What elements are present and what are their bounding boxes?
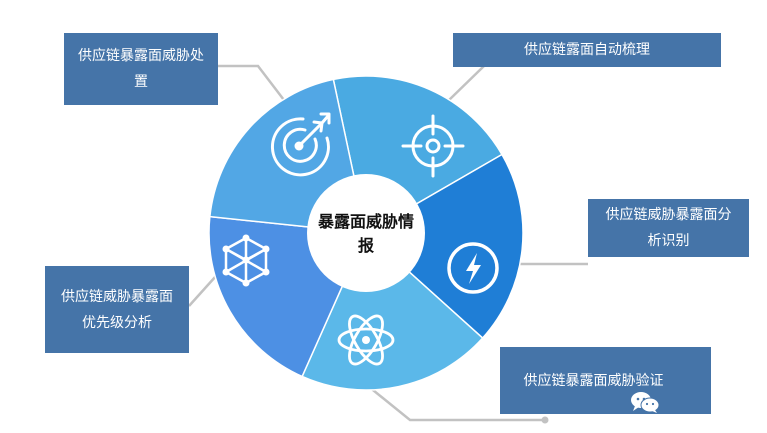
network-cube-icon [222, 234, 270, 287]
center-title: 暴露面威胁情报 [317, 212, 414, 255]
lightning-icon [447, 242, 499, 294]
label-auto-sorting: 供应链露面自动梳理 [453, 33, 721, 67]
connector-threat-disposal [218, 64, 288, 105]
label-priority-analysis: 供应链威胁暴露面优先级分析 [45, 266, 189, 353]
connectors [188, 64, 588, 422]
segment-analysis-identification [364, 153, 524, 340]
crosshair-icon [401, 114, 465, 178]
label-threat-verification: 供应链暴露面威胁验证 [500, 347, 711, 414]
connector-priority-analysis [188, 275, 217, 307]
label-analysis-identification: 供应链威胁暴露面分析识别 [588, 199, 749, 257]
wechat-icon [631, 392, 660, 413]
connector-threat-verification [367, 385, 545, 422]
atom-icon [337, 314, 395, 366]
connector-auto-sorting [446, 65, 485, 103]
center-circle [307, 174, 425, 292]
segment-threat-verification [301, 231, 484, 391]
label-threat-disposal: 供应链暴露面威胁处置 [64, 33, 218, 105]
connector-end-dot [541, 416, 549, 424]
target-arrow-icon [270, 112, 331, 177]
